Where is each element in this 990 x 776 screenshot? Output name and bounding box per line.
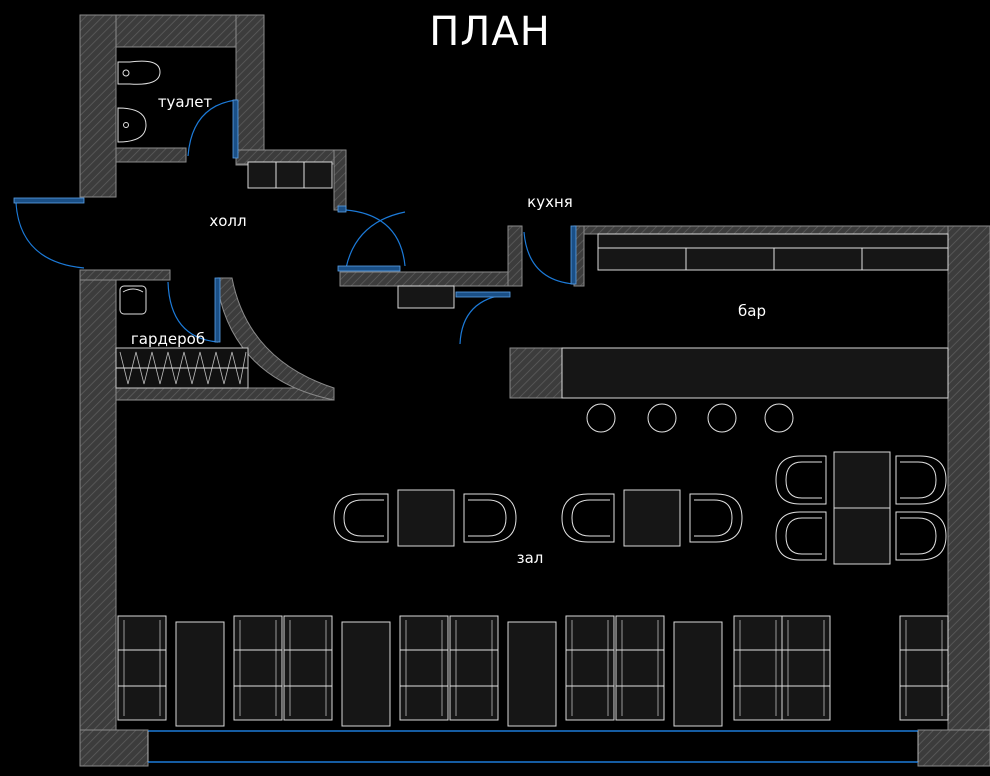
toilet-flush-icon [122, 69, 130, 77]
booth-sofa [899, 615, 949, 721]
armchair [895, 511, 947, 561]
wall-curved [217, 277, 335, 401]
armchair [561, 493, 615, 543]
sink-icon [117, 107, 147, 143]
wall-toilet-left [79, 14, 117, 198]
door-hall-lower-arc [345, 211, 406, 269]
wall-bar-pillar [509, 347, 563, 399]
booth-sofa [233, 615, 283, 721]
bar-area [561, 233, 949, 433]
booth-sofa [565, 615, 615, 721]
door-toilet-leaf [232, 99, 239, 159]
door-kitchen-leaf [570, 225, 577, 285]
bench [247, 161, 333, 189]
room-label-dining: зал [517, 549, 544, 567]
cloakroom-fixtures [115, 285, 249, 389]
booth-sofa [615, 615, 665, 721]
booth-sofa [283, 615, 333, 721]
armchair [689, 493, 743, 543]
wall-hall-right-upper [333, 149, 347, 211]
doors [13, 99, 577, 345]
wall-kitchen-left [507, 225, 523, 287]
toilet-fixtures [117, 60, 161, 143]
bar-stool [586, 403, 616, 433]
room-label-cloakroom: гардероб [131, 330, 205, 348]
door-hall-lower-leaf [337, 265, 401, 272]
sink-drain-icon [123, 122, 129, 128]
back-bar-shelf [597, 233, 949, 271]
plan-title: ПЛАН [429, 9, 551, 55]
wall-corridor-bottom [339, 271, 517, 287]
bar-stool [647, 403, 677, 433]
glass-facade [147, 730, 919, 763]
booth-table [175, 621, 225, 727]
chair-icon [119, 285, 147, 315]
armchair [775, 455, 827, 505]
armchair [895, 455, 947, 505]
booth-sofa [781, 615, 831, 721]
wall-toilet-bottom-left [115, 147, 187, 163]
wall-cloak-top [79, 269, 171, 281]
table [833, 507, 891, 565]
booth-table [673, 621, 723, 727]
wall-toilet-right [235, 14, 265, 166]
armchair [333, 493, 389, 543]
door-toilet-arc [187, 99, 237, 157]
wall-bar-top [583, 225, 949, 235]
corridor-niche [397, 285, 455, 309]
walls [79, 14, 990, 767]
table [397, 489, 455, 547]
room-label-bar: бар [738, 302, 766, 320]
table [623, 489, 681, 547]
booth-sofa [733, 615, 783, 721]
bar-stool [707, 403, 737, 433]
dining-tables [333, 451, 947, 565]
door-cloak-arc [167, 281, 219, 343]
toilet-bowl-icon [117, 60, 161, 85]
room-label-hall: холл [209, 212, 246, 230]
room-label-toilet: туалет [158, 93, 213, 111]
bar-stool [764, 403, 794, 433]
booth-sofa [449, 615, 499, 721]
door-cloak-leaf [214, 277, 221, 343]
wall-bottom-left [79, 729, 149, 767]
door-bar-arc [459, 293, 511, 345]
booth-seating [117, 615, 949, 727]
hall-bench [247, 161, 333, 189]
table [833, 451, 891, 509]
door-bar-leaf [455, 291, 511, 298]
door-entry-leaf [13, 197, 85, 204]
armchair [775, 511, 827, 561]
door-kitchen-arc [523, 231, 575, 285]
bar-counter [561, 347, 949, 399]
wall-right [947, 225, 990, 767]
wall-bottom-right [917, 729, 990, 767]
wall-left [79, 269, 117, 761]
booth-table [507, 621, 557, 727]
booth-sofa [399, 615, 449, 721]
door-hall-upper-leaf [337, 205, 347, 213]
booth-sofa [117, 615, 167, 721]
room-label-kitchen: кухня [527, 193, 573, 211]
armchair [463, 493, 517, 543]
booth-table [341, 621, 391, 727]
door-entry-arc [15, 202, 85, 269]
door-hall-upper-arc [345, 209, 406, 267]
